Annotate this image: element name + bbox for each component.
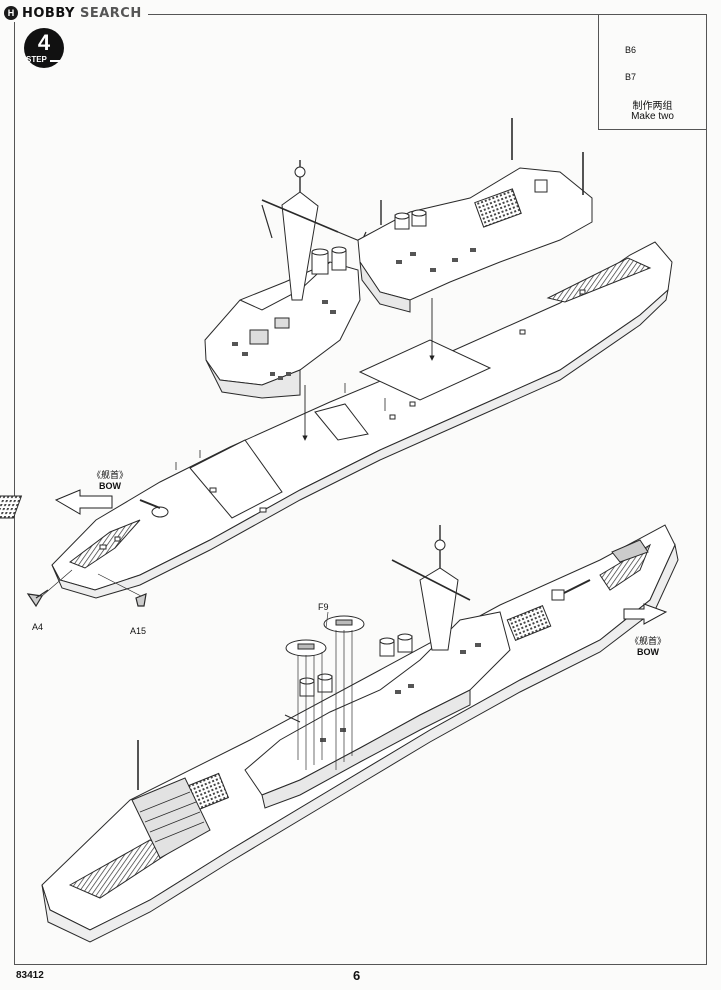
watermark-logo-icon: H [4, 6, 18, 20]
step-label: STEP [26, 55, 47, 64]
inset-instruction-cn: 制作两组 [632, 101, 673, 112]
lower-hull-side [41, 543, 679, 943]
step-badge: 4 STEP [24, 28, 64, 68]
lower-superstructure-details [320, 643, 481, 742]
watermark-brand-a: HOBBY [22, 5, 75, 21]
upper-deck-plate-mid [358, 339, 492, 401]
watermark-brand-b: SEARCH [74, 5, 142, 21]
ship-icon [50, 60, 60, 62]
bow-label-lower: 《舰首》 BOW [616, 636, 680, 658]
step-number: 4 [37, 30, 51, 55]
part-a15-label: A15 [130, 626, 147, 636]
part-b6-label: B6 [625, 45, 637, 55]
aft-superstructure [357, 118, 593, 313]
part-b7-label: B7 [625, 72, 637, 82]
product-code: 83412 [16, 970, 44, 981]
upper-vls-fwd [0, 495, 23, 519]
page-number: 6 [353, 968, 361, 983]
bow-label-lower-en: BOW [637, 647, 659, 657]
upper-hull [0, 241, 673, 608]
watermark: H HOBBY SEARCH [4, 4, 148, 22]
bow-label-upper-en: BOW [99, 481, 121, 491]
anchor-a4-part [26, 589, 49, 608]
upper-deck-plate-aft [314, 403, 369, 441]
upper-assembly-arrows [302, 298, 435, 441]
lower-vls-fwd [506, 605, 552, 641]
bow-arrow-left [54, 489, 113, 515]
forward-superstructure-details [232, 300, 336, 380]
upper-stern-hatch [546, 257, 652, 303]
bow-arrow-right [623, 603, 668, 625]
f9-parts [285, 615, 365, 657]
forward-superstructure [204, 160, 367, 399]
upper-deck-plate-fwd [189, 439, 283, 519]
page-frame [14, 14, 707, 965]
part-a4-label: A4 [32, 622, 44, 632]
anchor-a15-part [135, 593, 147, 607]
upper-deck-fittings [99, 289, 586, 550]
part-f9-label: F9 [318, 602, 329, 612]
aft-superstructure-details [396, 248, 476, 272]
upper-bow-hatch [68, 519, 141, 569]
bow-label-upper-cn: 《舰首》 [91, 470, 128, 480]
upper-hull-side [51, 288, 669, 599]
watermark-text: HOBBY SEARCH [22, 6, 142, 21]
f9-assembly-lines [297, 611, 353, 770]
inset-box: B6 B7 制作两组 Make two [598, 14, 707, 130]
bow-label-lower-cn: 《舰首》 [629, 636, 666, 646]
upper-gun-mount [151, 506, 169, 518]
upper-rail-posts [175, 383, 386, 470]
bow-label-upper: 《舰首》 BOW [80, 470, 140, 492]
lower-superstructure [244, 525, 511, 809]
inset-instruction-en: Make two [631, 111, 674, 122]
aft-vls-grid [474, 188, 522, 228]
